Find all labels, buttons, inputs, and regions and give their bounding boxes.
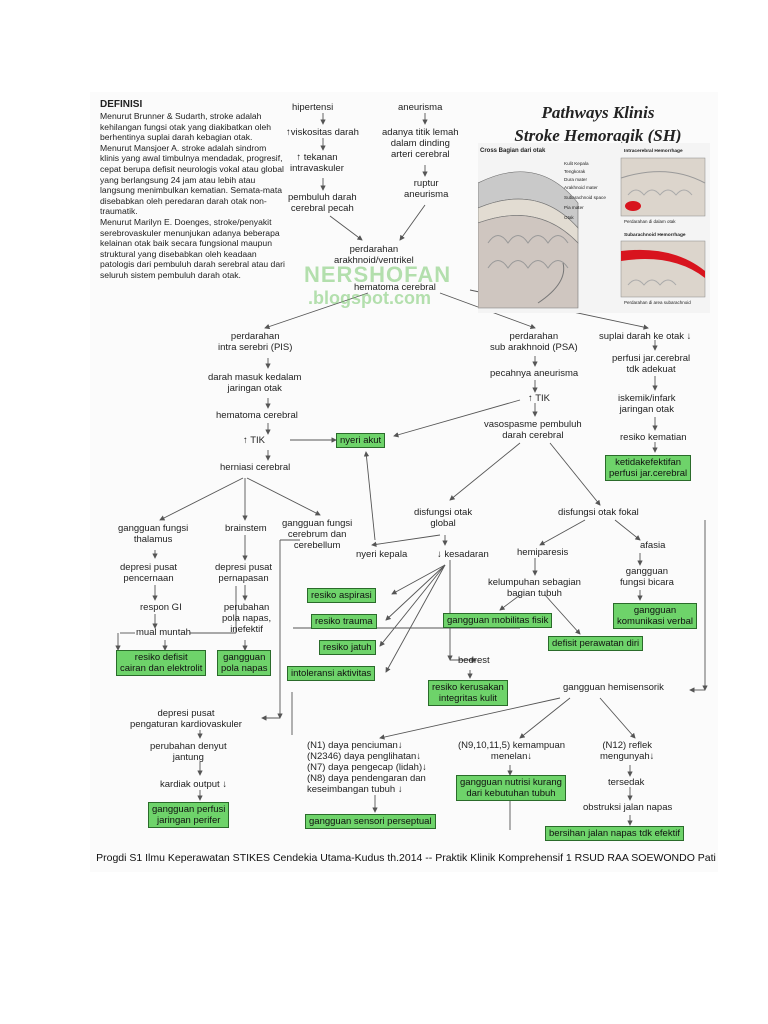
- diagnosis-gangguan-perfusi-perifer: gangguan perfusi jaringan perifer: [148, 802, 230, 828]
- node-brainstem: brainstem: [225, 523, 267, 534]
- node-depresi-kardio: depresi pusat pengaturan kardiovaskuler: [130, 708, 242, 730]
- diagnosis-resiko-trauma: resiko trauma: [311, 614, 377, 629]
- subarachnoid-title: Subarachnoid Hemorrhage: [624, 232, 686, 238]
- node-ruptur: ruptur aneurisma: [404, 178, 449, 200]
- node-perdarahan-arakhnoid: perdarahan arakhnoid/ventrikel: [334, 244, 414, 266]
- diagnosis-resiko-defisit-cairan: resiko defisit cairan dan elektrolit: [116, 650, 207, 676]
- intracerebral-panel: Intracerebral Hemorrhage Perdarahan di d…: [620, 148, 706, 224]
- diagnosis-nyeri-akut: nyeri akut: [336, 433, 386, 448]
- node-nyeri-kepala: nyeri kepala: [356, 549, 408, 560]
- node-titik-lemah: adanya titik lemah dalam dinding arteri …: [382, 127, 459, 160]
- diagnosis-resiko-aspirasi: resiko aspirasi: [307, 588, 376, 603]
- diagnosis-intoleransi-aktivitas: intoleransi aktivitas: [287, 666, 376, 681]
- title-line-1: Pathways Klinis: [541, 103, 655, 122]
- node-psa: perdarahan sub arakhnoid (PSA): [490, 331, 578, 353]
- node-perubahan-denyut: perubahan denyut jantung: [150, 741, 227, 763]
- intracerebral-caption: Perdarahan di dalam otak: [624, 219, 676, 224]
- diagnosis-gangguan-sensori-perseptual: gangguan sensori perseptual: [305, 814, 436, 829]
- node-hemiparesis: hemiparesis: [517, 547, 569, 558]
- node-gg-thalamus: gangguan fungsi thalamus: [118, 523, 189, 545]
- node-viskositas: ↑viskositas darah: [286, 127, 359, 138]
- node-pis: perdarahan intra serebri (PIS): [218, 331, 293, 353]
- node-respon-gi: respon GI: [140, 602, 182, 613]
- node-gg-cerebrum: gangguan fungsi cerebrum dan cerebellum: [282, 518, 353, 551]
- node-bedrest: bedrest: [458, 655, 490, 666]
- diagnosis-gangguan-nutrisi: gangguan nutrisi kurang dari kebutuhan t…: [456, 775, 566, 801]
- definition-paragraph: Menurut Brunner & Sudarth, stroke adalah…: [100, 111, 272, 143]
- node-pembuluh-pecah: pembuluh darah cerebral pecah: [288, 192, 357, 214]
- node-suplai: suplai darah ke otak ↓: [599, 331, 692, 342]
- node-darah-masuk: darah masuk kedalam jaringan otak: [208, 372, 302, 394]
- watermark: .blogspot.com: [308, 288, 431, 308]
- diagnosis-gangguan-mobilitas-fisik: gangguan mobilitas fisik: [443, 613, 553, 628]
- node-depresi-pencernaan: depresi pusat pencernaan: [120, 562, 178, 584]
- layer-label: Subarachnoid space: [564, 195, 606, 200]
- cross-section-title: Cross Bagian dari otak: [480, 148, 546, 154]
- layer-label: Otak: [564, 215, 574, 220]
- diagnosis-defisit-perawatan-diri: defisit perawatan diri: [548, 636, 644, 651]
- node-hipertensi: hipertensi: [292, 102, 334, 113]
- node-obstruksi: obstruksi jalan napas: [583, 802, 673, 813]
- footer-credit: Progdi S1 Ilmu Keperawatan STIKES Cendek…: [96, 852, 716, 864]
- node-resiko-kematian: resiko kematian: [620, 432, 687, 443]
- blood-mark: [625, 201, 641, 211]
- diagnosis-bersihan-jalan-napas: bersihan jalan napas tdk efektif: [545, 826, 684, 841]
- blood-mark: [621, 249, 705, 278]
- diagram-title: Pathways Klinis Stroke Hemoragik (SH): [508, 101, 688, 147]
- node-hemisensorik: gangguan hemisensorik: [563, 682, 664, 693]
- node-tik-left: ↑ TIK: [243, 435, 265, 446]
- node-disfungsi-global: disfungsi otak global: [414, 507, 473, 529]
- layer-label: Arakhnoid mater: [564, 185, 598, 190]
- watermark: NERSHOFAN: [304, 262, 452, 287]
- node-n1: (N1) daya penciuman↓ (N2346) daya pengli…: [307, 740, 427, 795]
- definition-paragraph: Menurut Marilyn E. Doenges, stroke/penya…: [100, 216, 285, 280]
- node-kardiak-output: kardiak output ↓: [160, 779, 228, 790]
- layer-label: Dura mater: [564, 177, 587, 182]
- node-disfungsi-fokal: disfungsi otak fokal: [558, 507, 639, 518]
- subarachnoid-caption: Perdarahan di area subarachnoid: [624, 300, 691, 305]
- node-depresi-pernapasan: depresi pusat pernapasan: [215, 562, 273, 584]
- node-mual-muntah: mual muntah: [136, 627, 191, 638]
- node-n9: (N9,10,11,5) kemampuan menelan↓: [458, 740, 566, 762]
- node-tersedak: tersedak: [608, 777, 645, 788]
- title-line-2: Stroke Hemoragik (SH): [514, 126, 682, 145]
- layer-label: Kulit Kepala: [564, 161, 589, 166]
- layer-label: Pia mater: [564, 205, 584, 210]
- definition-body: Menurut Brunner & Sudarth, stroke adalah…: [100, 111, 285, 281]
- definition-heading: DEFINISI: [100, 99, 143, 110]
- diagnosis-gangguan-komunikasi-verbal: gangguan komunikasi verbal: [613, 603, 698, 629]
- node-vasospasme: vasospasme pembuluh darah cerebral: [484, 419, 582, 441]
- definition-paragraph: Menurut Mansjoer A. stroke adalah sindro…: [100, 142, 284, 217]
- node-hematoma-cerebral: hematoma cerebral: [216, 410, 298, 421]
- node-perfusi: perfusi jar.cerebral tdk adekuat: [612, 353, 691, 375]
- brain-cross-section-illustration: Cross Bagian dari otak Kulit Kepala Teng…: [478, 143, 710, 313]
- node-kesadaran: ↓ kesadaran: [437, 549, 489, 560]
- node-aneurisma: aneurisma: [398, 102, 443, 113]
- subarachnoid-panel: Subarachnoid Hemorrhage Perdarahan di ar…: [620, 232, 706, 305]
- node-gg-fungsi-bicara: gangguan fungsi bicara: [620, 566, 674, 588]
- skull-layers-drawing: [478, 171, 579, 309]
- intracerebral-title: Intracerebral Hemorrhage: [624, 148, 683, 154]
- diagnosis-resiko-jatuh: resiko jatuh: [319, 640, 376, 655]
- node-pecahnya-aneurisma: pecahnya aneurisma: [490, 368, 579, 379]
- diagnosis-gangguan-pola-napas: gangguan pola napas: [217, 650, 272, 676]
- layer-label: Tengkorak: [564, 169, 586, 174]
- node-afasia: afasia: [640, 540, 666, 551]
- node-perubahan-pola: perubahan pola napas, inefektif: [222, 602, 272, 635]
- diagnosis-ketidakefektifan-perfusi: ketidakefektifan perfusi jar.cerebral: [605, 455, 692, 481]
- node-tekanan: ↑ tekanan intravaskuler: [290, 152, 344, 174]
- diagnosis-resiko-kerusakan-kulit: resiko kerusakan integritas kulit: [428, 680, 508, 706]
- node-tik-right: ↑ TIK: [528, 393, 550, 404]
- node-iskemik: iskemik/infark jaringan otak: [618, 393, 676, 415]
- node-n12: (N12) reflek mengunyah↓: [600, 740, 655, 762]
- node-kelumpuhan: kelumpuhan sebagian bagian tubuh: [488, 577, 581, 599]
- node-herniasi: herniasi cerebral: [220, 462, 291, 473]
- node-hematoma-cerebral-top: hematoma cerebral: [354, 282, 436, 293]
